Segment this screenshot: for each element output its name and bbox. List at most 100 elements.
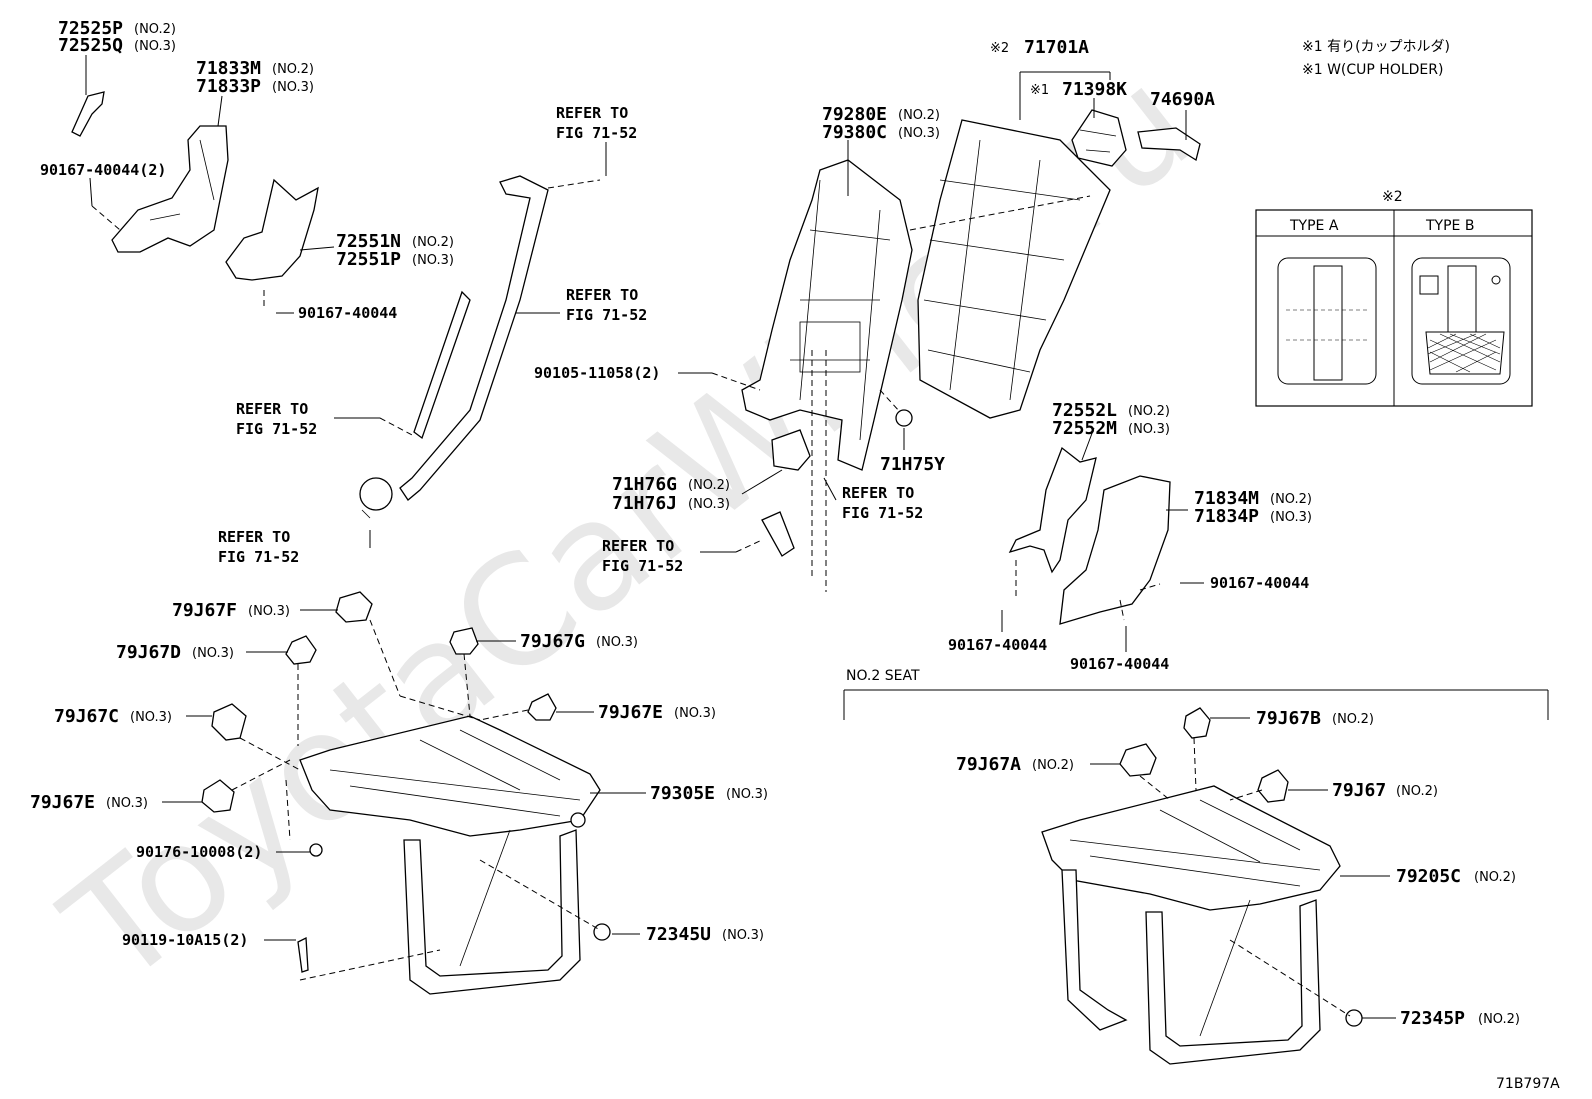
part-variant: (NO.2) (688, 478, 730, 493)
reference-labels: REFER TO FIG 71-52 REFER TO FIG 71-52 RE… (218, 104, 923, 575)
cushion-frame-no2-drawing (1041, 785, 1363, 1065)
legend-line2: ※1 W(CUP HOLDER) (1302, 62, 1443, 78)
part-number[interactable]: 79J67G (520, 631, 585, 652)
part-number[interactable]: 79J67D (116, 642, 181, 663)
part-variant: (NO.3) (688, 497, 730, 512)
reference-line1[interactable]: REFER TO (556, 104, 628, 122)
part-number[interactable]: 79J67 (1332, 780, 1386, 801)
type-a-label: TYPE A (1289, 218, 1339, 234)
part-number[interactable]: 72551P (336, 249, 401, 270)
part-number[interactable]: 71H75Y (880, 454, 945, 475)
part-number[interactable]: 71701A (1024, 37, 1089, 58)
part-number[interactable]: 90167-40044 (948, 636, 1047, 654)
part-variant: (NO.3) (106, 796, 148, 811)
reference-line2[interactable]: FIG 71-52 (236, 420, 317, 438)
reference-line1[interactable]: REFER TO (236, 400, 308, 418)
reference-line2[interactable]: FIG 71-52 (602, 557, 683, 575)
part-variant: (NO.3) (1270, 510, 1312, 525)
reference-line1[interactable]: REFER TO (218, 528, 290, 546)
part-variant: (NO.2) (1032, 758, 1074, 773)
reference-line2[interactable]: FIG 71-52 (218, 548, 299, 566)
part-number[interactable]: 79J67C (54, 706, 119, 727)
figure-code: 71B797A (1496, 1076, 1560, 1092)
part-number[interactable]: 72345U (646, 924, 711, 945)
part-number[interactable]: 71833P (196, 76, 261, 97)
part-number[interactable]: 72345P (1400, 1008, 1465, 1029)
inner-cover-left-drawing (225, 178, 319, 281)
part-number[interactable]: 71834M (1194, 488, 1259, 509)
part-variant: (NO.3) (134, 39, 176, 54)
part-variant: (NO.2) (1128, 404, 1170, 419)
side-cover-right-drawing (1059, 475, 1171, 625)
part-variant: (NO.2) (1474, 870, 1516, 885)
type-table: ※2 TYPE A TYPE B (1255, 189, 1533, 407)
part-number[interactable]: 79205C (1396, 866, 1461, 887)
part-number[interactable]: 90105-11058(2) (534, 364, 660, 382)
part-number[interactable]: 79J67E (30, 792, 95, 813)
part-variant: (NO.3) (596, 635, 638, 650)
part-variant: (NO.2) (1332, 712, 1374, 727)
leader-lines (85, 55, 1549, 1019)
part-number[interactable]: 79J67F (172, 600, 237, 621)
type-a-seat-icon (1277, 257, 1377, 385)
part-number[interactable]: 90119-10A15(2) (122, 931, 248, 949)
part-number[interactable]: 71H76J (612, 493, 677, 514)
part-number[interactable]: 79J67B (1256, 708, 1321, 729)
reference-line1[interactable]: REFER TO (602, 537, 674, 555)
part-number[interactable]: 72552L (1052, 400, 1117, 421)
part-variant: (NO.2) (1270, 492, 1312, 507)
part-number[interactable]: 71398K (1062, 79, 1127, 100)
dashed-assembly-lines (91, 179, 1351, 1017)
part-number[interactable]: 90167-40044 (1210, 574, 1309, 592)
cup-holder-drawing (1071, 109, 1127, 167)
part-number[interactable]: 71H76G (612, 474, 677, 495)
part-variant: (NO.3) (248, 604, 290, 619)
part-variant: ※2 (990, 41, 1009, 56)
reference-line1[interactable]: REFER TO (566, 286, 638, 304)
part-number[interactable]: 72525P (58, 18, 123, 39)
part-variant: (NO.3) (726, 787, 768, 802)
part-number[interactable]: 71833M (196, 58, 261, 79)
part-variant: ※1 (1030, 83, 1049, 98)
reference-line2[interactable]: FIG 71-52 (842, 504, 923, 522)
seat-caps-no2-drawing (1119, 707, 1289, 803)
reference-line2[interactable]: FIG 71-52 (556, 124, 637, 142)
part-variant: (NO.3) (674, 706, 716, 721)
side-cover-left-drawing (111, 125, 229, 253)
part-number[interactable]: 74690A (1150, 89, 1215, 110)
part-number[interactable]: 90176-10008(2) (136, 843, 262, 861)
part-number[interactable]: 90167-40044(2) (40, 161, 166, 179)
reference-line1[interactable]: REFER TO (842, 484, 914, 502)
part-number[interactable]: 90167-40044 (1070, 655, 1169, 673)
part-number[interactable]: 71834P (1194, 506, 1259, 527)
part-number[interactable]: 72525Q (58, 35, 123, 56)
bracket-drawing (771, 429, 811, 471)
part-variant: (NO.3) (192, 646, 234, 661)
legend: ※1 有り(カップホルダ) ※1 W(CUP HOLDER) (1302, 39, 1450, 78)
part-number[interactable]: 79280E (822, 104, 887, 125)
part-number[interactable]: 79305E (650, 783, 715, 804)
reference-line2[interactable]: FIG 71-52 (566, 306, 647, 324)
inner-cover-right-drawing (1008, 446, 1097, 574)
type-b-seat-icon (1411, 257, 1511, 385)
type-table-mark: ※2 (1382, 189, 1403, 205)
part-variant: (NO.3) (130, 710, 172, 725)
seat-group-label: NO.2 SEAT (846, 668, 920, 684)
part-number[interactable]: 79J67A (956, 754, 1021, 775)
part-number[interactable]: 72551N (336, 231, 401, 252)
seat-back-frame-drawing (741, 159, 913, 471)
part-variant: (NO.3) (898, 126, 940, 141)
part-number[interactable]: 79380C (822, 122, 887, 143)
part-variant: (NO.3) (722, 928, 764, 943)
part-variant: (NO.2) (1396, 784, 1438, 799)
washer-drawing (895, 409, 913, 427)
part-number[interactable]: 90167-40044 (298, 304, 397, 322)
part-number[interactable]: 72552M (1052, 418, 1117, 439)
part-variant: (NO.3) (272, 80, 314, 95)
clip-drawing (761, 511, 795, 557)
part-number[interactable]: 79J67E (598, 702, 663, 723)
part-variant: (NO.2) (898, 108, 940, 123)
part-labels: 72525P (NO.2) 72525Q (NO.3) 71833M (NO.2… (30, 18, 1520, 1029)
part-variant: (NO.3) (1128, 422, 1170, 437)
